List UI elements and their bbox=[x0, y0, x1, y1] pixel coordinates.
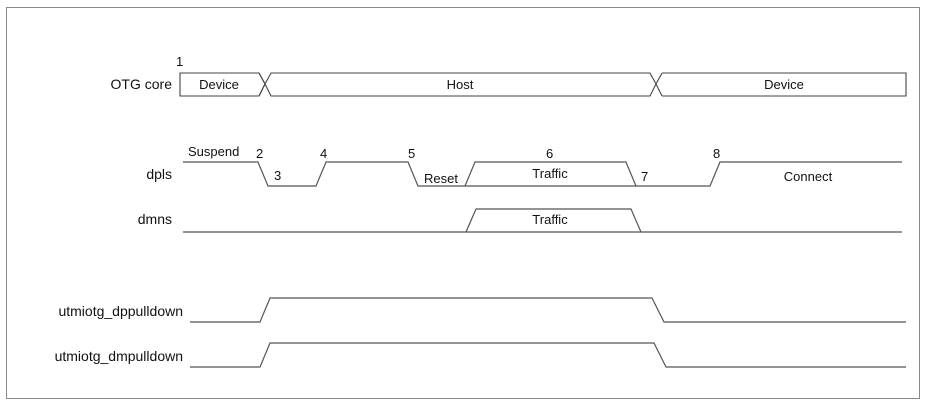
otg-state-label-host: Host bbox=[447, 77, 474, 92]
diagram-frame bbox=[6, 7, 920, 399]
marker-2: 2 bbox=[256, 146, 263, 161]
signal-label-dmns: dmns bbox=[138, 211, 172, 227]
signal-label-dpls: dpls bbox=[146, 166, 172, 182]
dppulldown-waveform bbox=[190, 297, 906, 323]
otg-state-device-2 bbox=[662, 72, 907, 97]
otg-state-host bbox=[258, 72, 663, 97]
marker-3: 3 bbox=[274, 168, 281, 183]
dpls-traffic-label: Traffic bbox=[532, 166, 568, 181]
signal-label-dppulldown: utmiotg_dppulldown bbox=[58, 303, 183, 319]
marker-6: 6 bbox=[546, 146, 553, 161]
marker-4: 4 bbox=[320, 146, 327, 161]
dmns-traffic-label: Traffic bbox=[532, 212, 568, 227]
signal-label-dmpulldown: utmiotg_dmpulldown bbox=[55, 348, 183, 364]
marker-8: 8 bbox=[713, 146, 720, 161]
marker-1: 1 bbox=[176, 54, 183, 69]
otg-state-label-device-1: Device bbox=[199, 77, 239, 92]
marker-5: 5 bbox=[408, 146, 415, 161]
otg-core-bus bbox=[179, 72, 907, 97]
dpls-waveform bbox=[183, 161, 902, 187]
dpls-reset-label: Reset bbox=[424, 171, 458, 186]
otg-state-label-device-2: Device bbox=[764, 77, 804, 92]
signal-label-otg-core: OTG core bbox=[111, 76, 173, 92]
marker-7: 7 bbox=[641, 169, 648, 184]
dpls-suspend-label: Suspend bbox=[188, 144, 239, 159]
dmpulldown-waveform bbox=[190, 342, 906, 368]
dmns-waveform bbox=[183, 208, 902, 233]
dpls-connect-label: Connect bbox=[784, 169, 833, 184]
